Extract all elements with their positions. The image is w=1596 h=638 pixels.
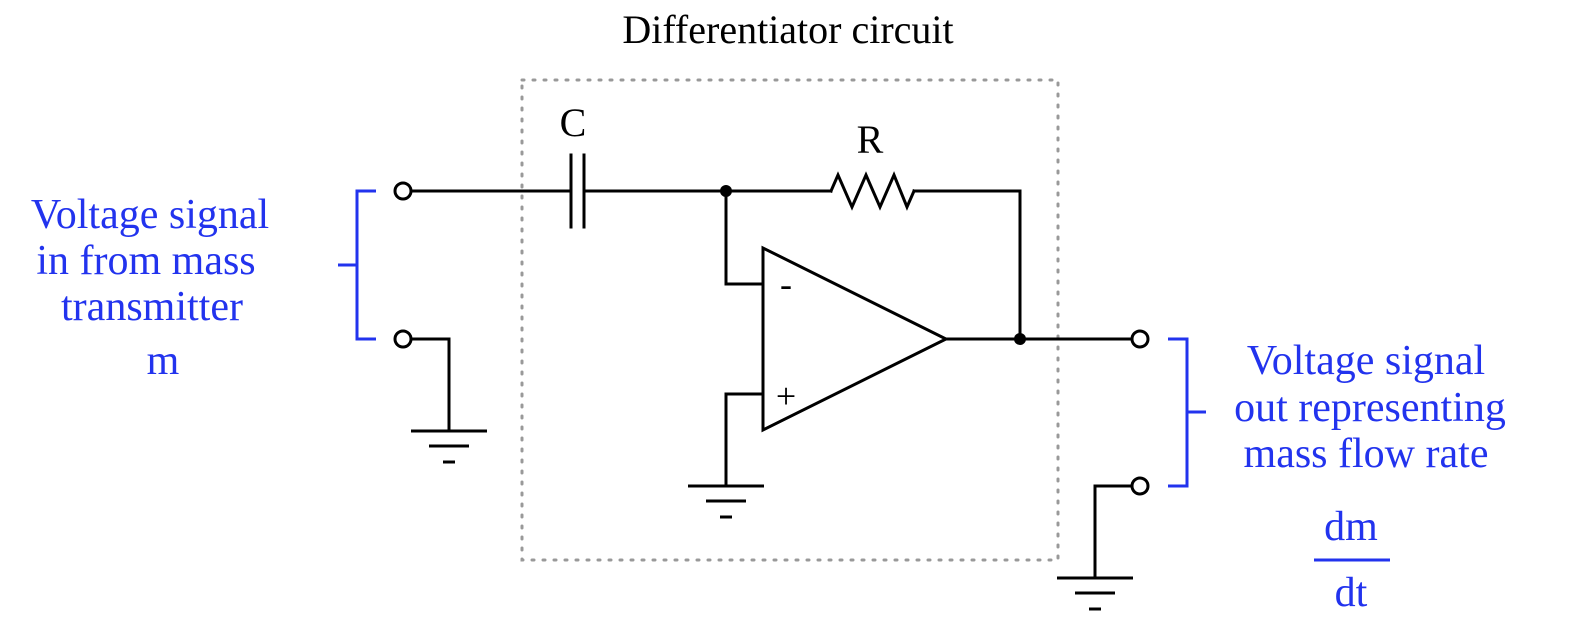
input-label-line-3: transmitter <box>61 284 243 330</box>
capacitor <box>569 153 586 229</box>
output-terminal-bottom <box>1130 476 1150 496</box>
output-annotation: Voltage signal out representing mass flo… <box>1234 338 1506 616</box>
output-ground-wire <box>1093 484 1134 580</box>
op-amp <box>761 245 950 433</box>
output-junction-dot <box>1014 333 1026 345</box>
output-ground-symbol <box>1057 576 1133 611</box>
diagram-title: Differentiator circuit <box>622 7 953 52</box>
capacitor-label: C <box>560 100 587 145</box>
opamp-ground-symbol <box>688 484 764 519</box>
input-terminal-bottom <box>393 329 413 349</box>
output-fraction-numerator: dm <box>1324 504 1378 550</box>
input-label-line-1: Voltage signal <box>31 192 269 238</box>
input-label-line-2: in from mass <box>36 238 255 284</box>
input-terminal-top <box>393 181 413 201</box>
resistor <box>829 171 916 211</box>
non-inverting-input-wire <box>724 392 765 488</box>
inverting-input-wire <box>724 189 765 286</box>
input-annotation: Voltage signal in from mass transmitter … <box>31 192 269 384</box>
circuit-boundary-box <box>520 78 1060 562</box>
output-fraction-denominator: dt <box>1335 570 1368 616</box>
input-variable-m: m <box>147 338 180 384</box>
output-terminal-top <box>1130 329 1150 349</box>
feedback-wire <box>912 189 1022 341</box>
input-ground-symbol <box>411 429 487 464</box>
output-label-line-3: mass flow rate <box>1244 431 1489 477</box>
resistor-label: R <box>857 117 884 162</box>
input-bracket <box>355 189 376 341</box>
op-amp-minus-sign: - <box>780 264 792 304</box>
output-label-line-2: out representing <box>1234 385 1506 431</box>
output-bracket <box>1168 337 1189 488</box>
output-label-line-1: Voltage signal <box>1247 338 1485 384</box>
input-ground-wire <box>409 337 451 433</box>
op-amp-plus-sign: + <box>776 376 796 416</box>
